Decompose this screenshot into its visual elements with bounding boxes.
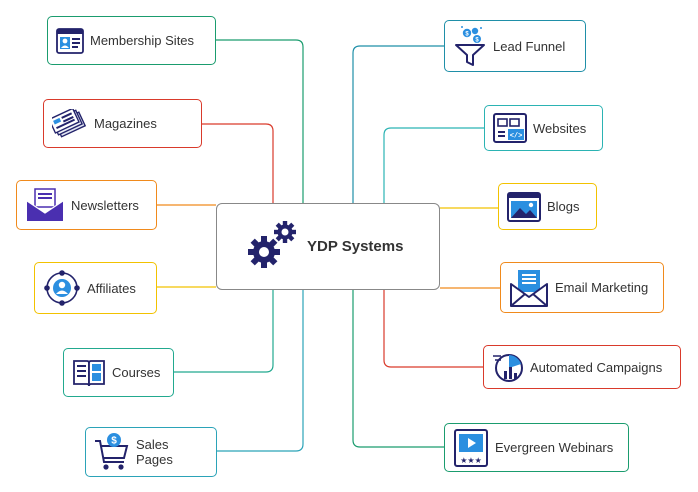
node-sales-pages[interactable]: $ Sales Pages — [85, 427, 217, 477]
node-newsletters[interactable]: Newsletters — [16, 180, 157, 230]
svg-text:$: $ — [465, 32, 469, 38]
connector-sales-pages — [216, 290, 304, 452]
node-label: Sales Pages — [136, 437, 173, 467]
node-label: Affiliates — [87, 280, 136, 296]
gears-icon — [247, 219, 297, 274]
node-label: Email Marketing — [555, 280, 649, 295]
node-label: Courses — [112, 365, 161, 380]
node-affiliates[interactable]: Affiliates — [34, 262, 157, 314]
connector-automated-campaigns — [383, 290, 483, 368]
blog-image-icon — [507, 191, 541, 222]
website-code-icon: </> — [493, 113, 527, 143]
node-label: Magazines — [94, 116, 157, 131]
node-automated-campaigns[interactable]: Automated Campaigns — [483, 345, 681, 389]
connector-membership-sites — [215, 39, 304, 203]
node-websites[interactable]: </> Websites — [484, 105, 603, 151]
webinar-video-icon: ★★★ — [453, 428, 489, 467]
node-magazines[interactable]: Magazines — [43, 99, 202, 148]
node-label: Lead Funnel — [493, 38, 566, 54]
node-label: Membership Sites — [90, 33, 195, 48]
affiliates-network-icon — [43, 269, 81, 307]
shopping-cart-dollar-icon: $ — [94, 432, 130, 472]
connector-evergreen-webinars — [352, 290, 444, 448]
center-node: YDP Systems — [216, 203, 440, 290]
funnel-icon: $ $ — [453, 25, 487, 67]
node-courses[interactable]: Courses — [63, 348, 174, 397]
node-label: Blogs — [547, 199, 580, 214]
center-title: YDP Systems — [307, 238, 404, 255]
node-label: Automated Campaigns — [530, 359, 663, 375]
node-label: Newsletters — [71, 197, 139, 213]
membership-profile-icon — [56, 27, 84, 54]
node-lead-funnel[interactable]: $ $ Lead Funnel — [444, 20, 586, 72]
magazines-icon — [52, 108, 88, 139]
svg-text:★★★: ★★★ — [460, 456, 482, 465]
node-blogs[interactable]: Blogs — [498, 183, 597, 230]
courses-book-icon — [72, 358, 106, 388]
connector-magazines — [201, 123, 274, 203]
node-evergreen-webinars[interactable]: ★★★ Evergreen Webinars — [444, 423, 629, 472]
node-label: Websites — [533, 120, 587, 136]
connector-lead-funnel — [352, 45, 444, 203]
node-email-marketing[interactable]: Email Marketing — [500, 262, 664, 313]
connector-courses — [173, 290, 274, 373]
node-label: Evergreen Webinars — [495, 440, 614, 455]
svg-text:$: $ — [111, 436, 117, 447]
campaign-analytics-icon — [492, 351, 524, 383]
node-membership-sites[interactable]: Membership Sites — [47, 16, 216, 65]
svg-text:$: $ — [475, 38, 479, 44]
newsletter-envelope-icon — [25, 187, 65, 223]
email-marketing-icon — [509, 268, 549, 308]
svg-text:</>: </> — [510, 133, 523, 141]
connector-websites — [383, 127, 484, 203]
